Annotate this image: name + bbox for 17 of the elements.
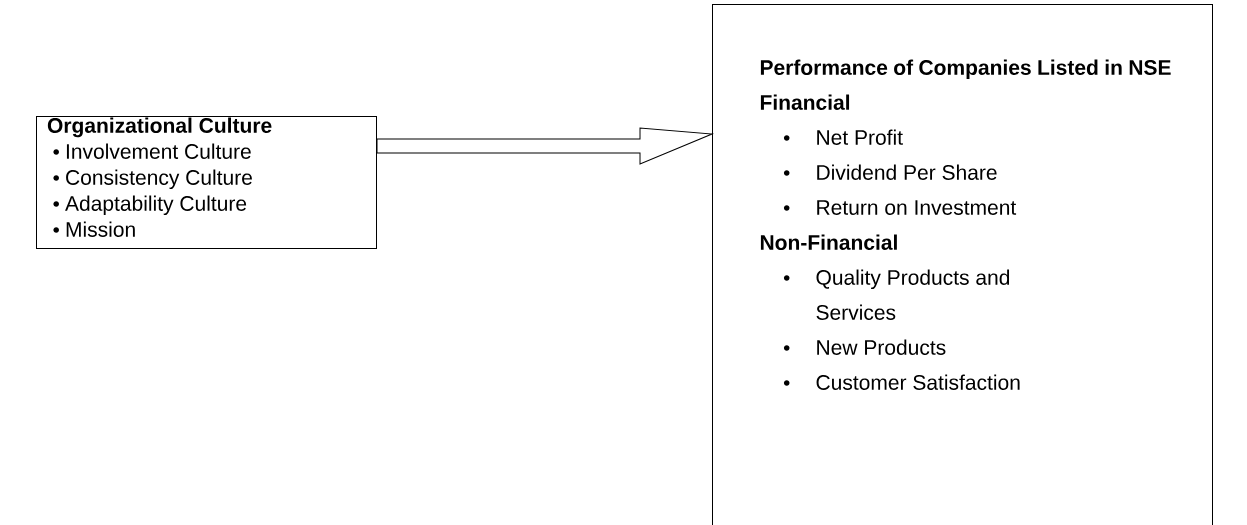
text-box [36,116,377,249]
block-arrow [376,127,713,165]
list-item: Quality Products and Services [816,269,1010,320]
list-item: Consistency Culture [66,169,252,190]
heading: Organizational Culture [47,117,272,138]
subheading: Financial [760,94,850,110]
list-item: Adaptability Culture [65,195,247,216]
text-box [712,4,1213,525]
list-item: Involvement Culture [66,143,251,159]
list-item: New Products [817,339,946,355]
list-item: Mission [66,221,135,237]
heading: Performance of Companies Listed in NSE [760,59,1171,80]
list-item: Return on Investment [817,200,1017,215]
list-item: Net Profit [817,129,903,145]
list-item: Dividend Per Share [817,164,997,180]
list-item: Customer Satisfaction [816,374,1020,390]
subheading: Non-Financial [760,234,897,250]
